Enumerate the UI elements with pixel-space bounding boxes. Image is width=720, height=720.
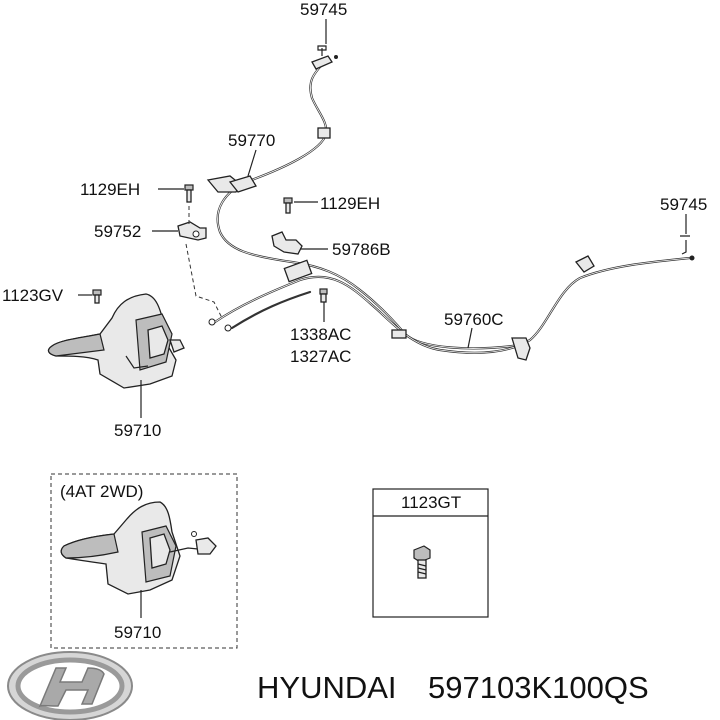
cable-clamp: [228, 175, 257, 193]
cable-bracket-right: [511, 337, 531, 361]
bolt-1129eh-right: [283, 197, 293, 214]
clip-59786b: [271, 231, 303, 255]
parking-lever-59710-lower: [60, 501, 217, 595]
label-1129eh-right: 1129EH: [320, 194, 380, 213]
part-number: 597103K100QS: [428, 670, 649, 705]
label-59760c: 59760C: [444, 310, 504, 329]
guide-line: [185, 206, 223, 319]
bolt-1123gv: [92, 289, 102, 304]
brand-name: HYUNDAI: [257, 670, 397, 705]
box-1123gt: [372, 488, 489, 618]
bracket-59752: [177, 221, 207, 241]
cable-clip: [391, 329, 407, 339]
label-1123gv: 1123GV: [2, 286, 64, 305]
equalizer: [283, 259, 313, 283]
callout-labels: 59745 59770 1129EH 59752 1129EH 59786B 5…: [2, 0, 707, 642]
label-59745-right: 59745: [660, 195, 707, 214]
label-1338ac: 1338AC: [290, 325, 351, 344]
cable-end-fitting: [311, 55, 333, 70]
label-1129eh-left: 1129EH: [80, 180, 140, 199]
bolt-head: [413, 545, 431, 563]
label-59745-top: 59745: [300, 0, 347, 19]
label-59710-lower: 59710: [114, 623, 161, 642]
leader-lines: [78, 19, 687, 618]
cable-59760c: [213, 235, 695, 361]
label-1123gt: 1123GT: [401, 493, 461, 512]
variant-box: [50, 473, 238, 649]
bolt-1129eh-left: [184, 184, 194, 203]
label-59710-upper: 59710: [114, 421, 161, 440]
label-59770: 59770: [228, 131, 275, 150]
bolt-1338ac: [319, 288, 328, 303]
label-variant: (4AT 2WD): [60, 482, 143, 501]
clip-dot: [334, 55, 338, 59]
parking-lever-59710-upper: [47, 293, 185, 389]
cable-clamp-right: [574, 255, 595, 273]
cable-end-right: [689, 255, 695, 261]
cable-sleeve: [317, 127, 331, 139]
label-1327ac: 1327AC: [290, 347, 351, 366]
label-59786b: 59786B: [332, 240, 391, 259]
hyundai-logo: [7, 651, 133, 720]
label-59752: 59752: [94, 222, 141, 241]
